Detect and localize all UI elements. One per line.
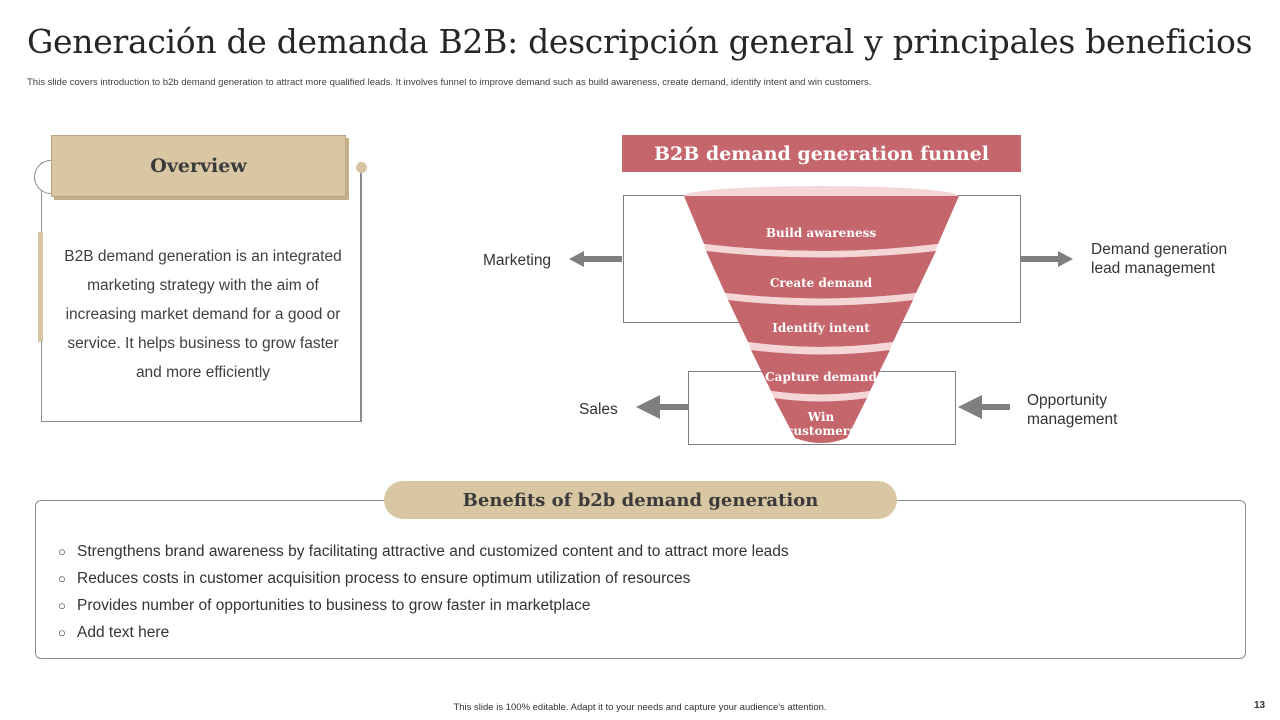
funnel-stage-label-3: Identify intent	[772, 321, 870, 335]
demand-arrow-head	[1058, 251, 1073, 267]
funnel-title: B2B demand generation funnel	[622, 135, 1021, 172]
funnel-stage-3	[728, 300, 913, 347]
overview-header: Overview	[51, 135, 346, 197]
list-item: ○Reduces costs in customer acquisition p…	[58, 568, 1208, 595]
list-item: ○Strengthens brand awareness by facilita…	[58, 541, 1208, 568]
bullet-icon: ○	[58, 571, 66, 586]
overview-text: B2B demand generation is an integrated m…	[64, 248, 342, 381]
overview-accent-bar	[38, 232, 43, 342]
opportunity-label: Opportunity management	[1027, 392, 1118, 428]
list-item: ○Add text here	[58, 622, 1208, 649]
marketing-arrow-shaft	[584, 256, 622, 262]
bullet-icon: ○	[58, 598, 66, 613]
funnel-stage-4	[751, 350, 890, 395]
sales-label: Sales	[579, 401, 618, 418]
benefits-list: ○Strengthens brand awareness by facilita…	[58, 541, 1208, 649]
funnel-diagram	[600, 186, 1040, 443]
benefits-header: Benefits of b2b demand generation	[384, 481, 897, 519]
list-item: ○Provides number of opportunities to bus…	[58, 595, 1208, 622]
page-number: 13	[1254, 700, 1266, 711]
bullet-icon: ○	[58, 625, 66, 640]
demand-generation-label: Demand generation lead management	[1091, 241, 1228, 277]
overview-connector-line	[361, 167, 362, 422]
overview-dot-decoration	[356, 162, 367, 173]
marketing-label: Marketing	[483, 252, 552, 269]
slide-subtitle: This slide covers introduction to b2b de…	[27, 77, 872, 88]
bullet-icon: ○	[58, 544, 66, 559]
funnel-stage-2	[706, 251, 936, 299]
slide-title: Generación de demanda B2B: descripción g…	[27, 22, 1253, 61]
funnel-stage-label-4: Capture demand	[765, 370, 877, 384]
slide-footer: This slide is 100% editable. Adapt it to…	[453, 702, 827, 713]
funnel-stage-label-5: Win customers	[786, 410, 856, 438]
funnel-stage-label-2: Create demand	[769, 276, 873, 290]
marketing-arrow-head	[569, 251, 584, 267]
funnel-stage-label-1: Build awareness	[765, 226, 877, 240]
funnel-stage-1	[684, 196, 959, 251]
demand-arrow-shaft	[1021, 256, 1059, 262]
funnel-stage-5	[774, 398, 867, 443]
